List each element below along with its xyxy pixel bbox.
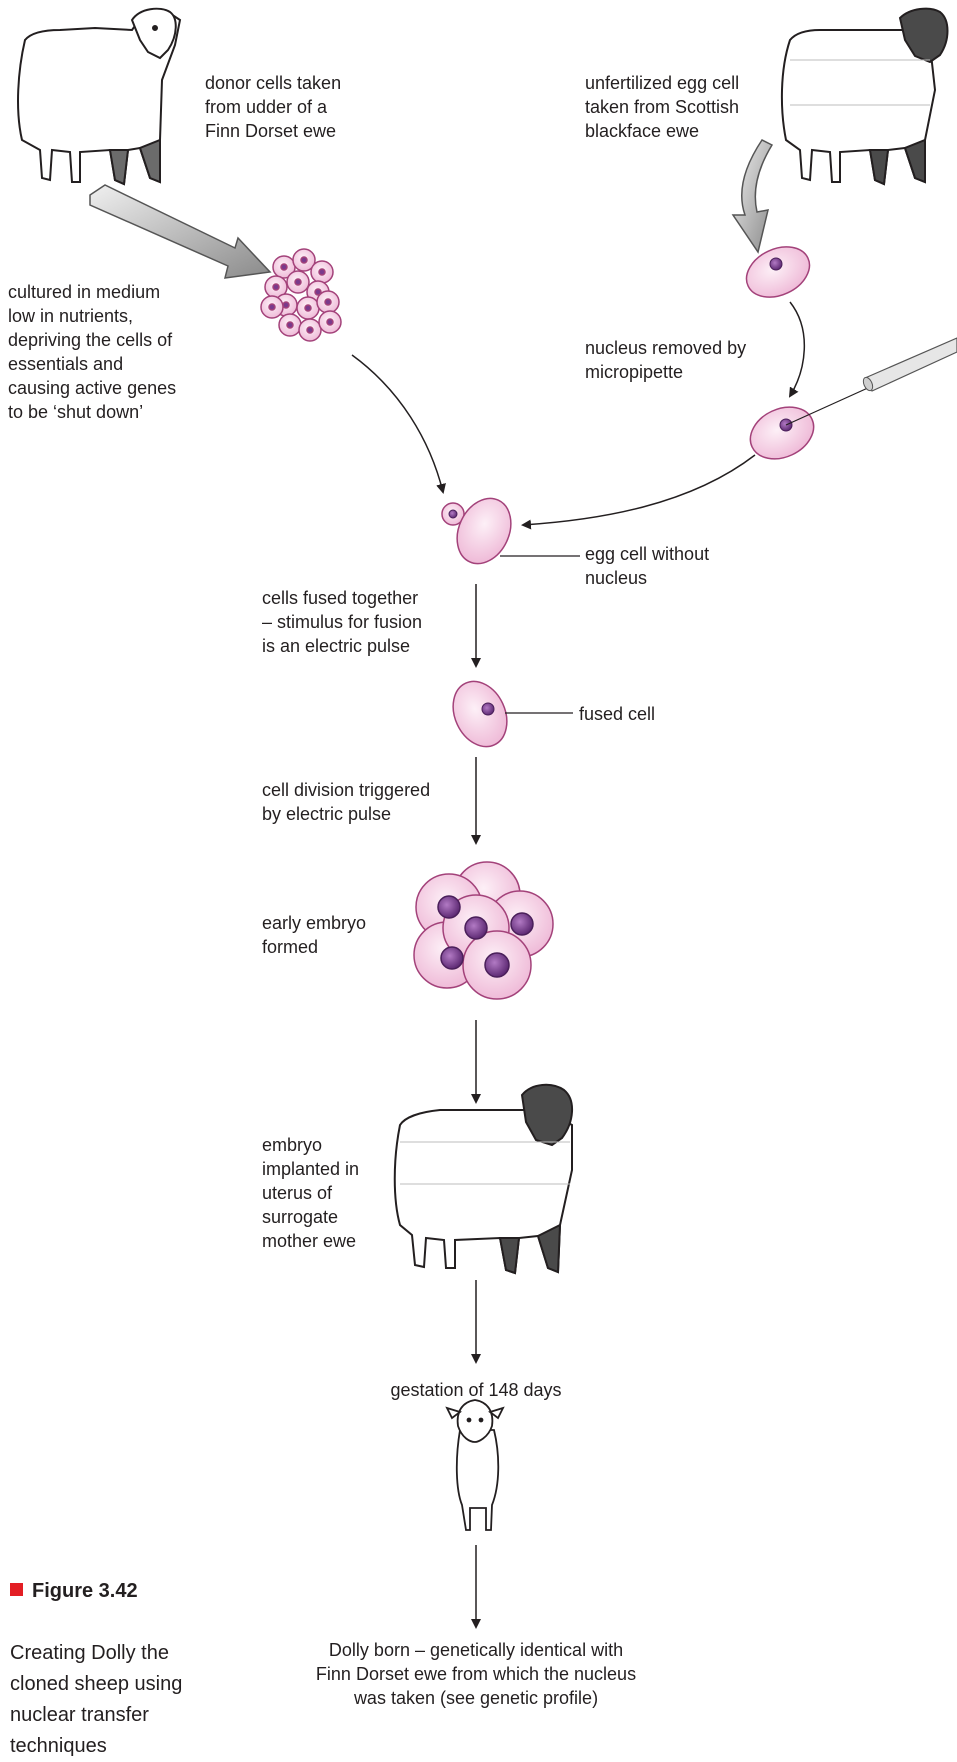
dolly-lamb-icon	[447, 1400, 503, 1530]
arrow-donor-to-fusion	[352, 355, 443, 492]
finn-dorset-ewe-icon	[18, 9, 180, 184]
micropipette-stage-icon	[742, 338, 957, 469]
label-egg-without-nucleus: egg cell without nucleus	[585, 542, 709, 590]
label-embryo-implanted: embryo implanted in uterus of surrogate …	[262, 1133, 359, 1253]
label-early-embryo: early embryo formed	[262, 911, 366, 959]
figure-number-text: Figure 3.42	[32, 1580, 138, 1602]
surrogate-ewe-icon	[395, 1085, 572, 1273]
label-nucleus-removed: nucleus removed by micropipette	[585, 336, 746, 384]
scottish-blackface-ewe-icon	[782, 9, 948, 184]
label-cells-fused: cells fused together – stimulus for fusi…	[262, 586, 422, 658]
label-cell-division: cell division triggered by electric puls…	[262, 778, 430, 826]
label-dolly-born: Dolly born – genetically identical with …	[276, 1638, 676, 1710]
label-gestation: gestation of 148 days	[326, 1378, 626, 1402]
arrow-to-enucleated-egg	[523, 455, 755, 525]
early-embryo-icon	[414, 862, 553, 999]
big-arrow-left	[90, 185, 270, 278]
figure-caption: Figure 3.42 Creating Dolly the cloned sh…	[10, 1545, 182, 1762]
label-donor-cells: donor cells taken from udder of a Finn D…	[205, 71, 341, 143]
label-cultured: cultured in medium low in nutrients, dep…	[8, 280, 176, 424]
donor-cell-cluster-icon	[261, 249, 341, 341]
fusion-stage-icon	[442, 490, 580, 573]
label-fused-cell: fused cell	[579, 702, 655, 726]
dolly-cloning-diagram	[0, 0, 957, 1710]
label-unfertilized-egg: unfertilized egg cell taken from Scottis…	[585, 71, 739, 143]
big-arrow-right	[733, 140, 772, 252]
figure-marker-icon	[10, 1583, 23, 1596]
fused-cell-icon	[443, 673, 573, 756]
figure-caption-text: Creating Dolly the cloned sheep using nu…	[10, 1642, 182, 1757]
egg-cell-icon	[738, 237, 817, 307]
arrow-egg-to-micropipette	[790, 302, 804, 396]
figure-number: Figure 3.42	[10, 1576, 182, 1607]
